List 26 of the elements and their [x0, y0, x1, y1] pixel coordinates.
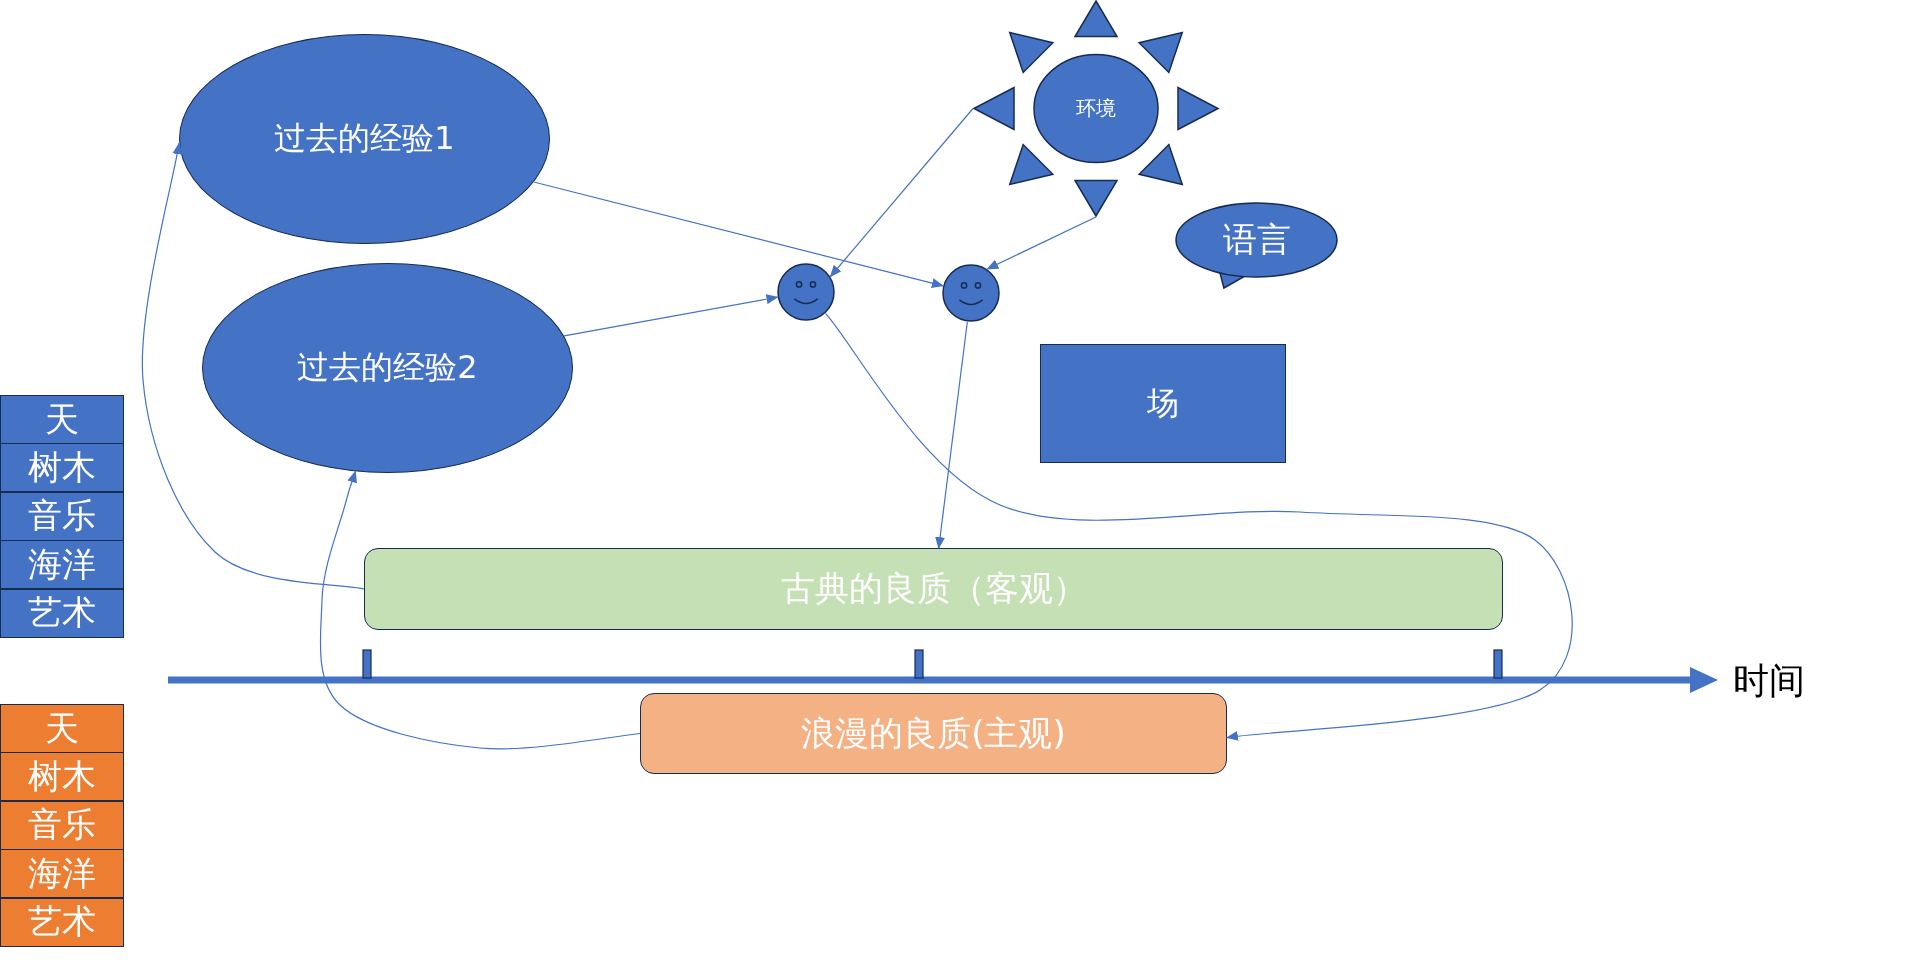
table-cell: 海洋	[0, 849, 124, 899]
table-cell: 树木	[0, 443, 124, 493]
table-cell: 树木	[0, 752, 124, 802]
arrow	[563, 294, 779, 337]
arrow	[986, 216, 1097, 270]
table-cell: 音乐	[0, 491, 124, 541]
table-cell: 天	[0, 704, 124, 753]
table-cell: 天	[0, 395, 124, 444]
smiley-face	[942, 264, 1000, 322]
table-cell: 艺术	[0, 588, 124, 638]
rounded-bar: 浪漫的良质(主观)	[640, 693, 1227, 774]
axis-label: 时间	[1733, 659, 1805, 703]
arrow	[829, 107, 974, 278]
oval-node: 过去的经验1	[179, 34, 550, 244]
arrow	[533, 181, 944, 288]
oval-node: 过去的经验2	[202, 263, 573, 473]
curved-arrow	[141, 142, 365, 590]
table-cell: 音乐	[0, 800, 124, 850]
arrow	[935, 321, 968, 549]
table-cell: 海洋	[0, 540, 124, 590]
table-cell: 艺术	[0, 897, 124, 947]
rounded-bar: 古典的良质（客观）	[364, 548, 1503, 630]
label-box: 场	[1040, 344, 1286, 463]
smiley-face	[777, 263, 835, 321]
routed-arrow	[824, 312, 1573, 742]
routed-arrow	[319, 470, 641, 750]
